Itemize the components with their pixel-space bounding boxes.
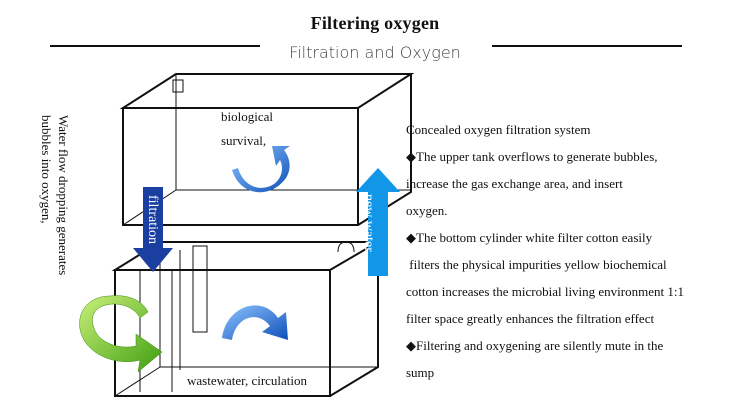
description-line: ◆The upper tank overflows to generate bu… bbox=[406, 149, 658, 164]
lower-tank-back-corner bbox=[114, 366, 161, 397]
description-line: ◆Filtering and oxygening are silently mu… bbox=[406, 338, 664, 353]
green-circulation-arrow-icon bbox=[79, 295, 163, 373]
description-line: increase the gas exchange area, and inse… bbox=[406, 176, 623, 191]
description-panel: Concealed oxygen filtration system ◆The … bbox=[406, 116, 746, 386]
new-water-arrow-label: new water bbox=[361, 194, 376, 252]
new-water-arrow: new water bbox=[356, 168, 400, 276]
page-subtitle: Filtration and Oxygen bbox=[289, 43, 461, 62]
upper-tank-label-line1: biological bbox=[221, 109, 273, 124]
title-rule-left bbox=[50, 45, 260, 47]
description-line: ◆The bottom cylinder white filter cotton… bbox=[406, 230, 653, 245]
description-line: sump bbox=[406, 365, 435, 380]
description-line: oxygen. bbox=[406, 203, 448, 218]
description-line: filters the physical impurities yellow b… bbox=[406, 257, 667, 272]
description-line: filter space greatly enhances the filtra… bbox=[406, 311, 655, 326]
pump-pipe bbox=[337, 241, 355, 253]
filtration-arrow: filtration bbox=[133, 187, 173, 272]
water-flow-note-line1: Water flow dropping generates bbox=[56, 115, 71, 276]
upper-tank-label-line2: survival, bbox=[221, 133, 266, 148]
water-flow-note: Water flow dropping generates bubbles in… bbox=[38, 115, 72, 305]
upper-curve-arrow-icon bbox=[232, 146, 290, 193]
filter-pipe bbox=[192, 245, 208, 333]
filtration-arrow-label: filtration bbox=[145, 195, 160, 244]
lower-curve-arrow-icon bbox=[222, 305, 288, 340]
lower-tank-label: wastewater, circulation bbox=[187, 373, 308, 388]
description-line: cotton increases the microbial living en… bbox=[406, 284, 684, 299]
description-heading: Concealed oxygen filtration system bbox=[406, 122, 591, 137]
page-title: Filtering oxygen bbox=[310, 13, 440, 33]
title-rule-right bbox=[492, 45, 682, 47]
upper-tank-top bbox=[119, 73, 415, 109]
water-flow-note-line2: bubbles into oxygen, bbox=[39, 115, 54, 224]
upper-tank-overflow bbox=[172, 79, 184, 93]
